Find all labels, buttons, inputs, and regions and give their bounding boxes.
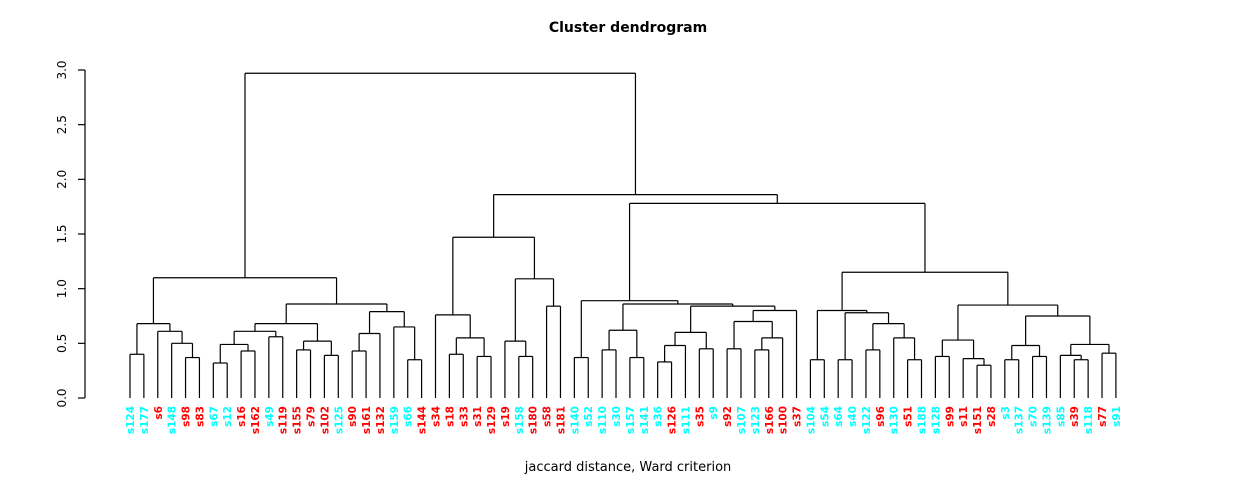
leaf-label: s51 <box>903 406 915 427</box>
y-tick-label: 2.0 <box>55 170 69 189</box>
leaf-label: s126 <box>667 406 679 434</box>
leaf-label: s39 <box>1069 406 1081 427</box>
leaf-label: s118 <box>1083 406 1095 434</box>
leaf-label: s90 <box>347 406 359 427</box>
leaf-label: s111 <box>680 406 692 434</box>
leaf-label: s181 <box>555 406 567 434</box>
leaf-label: s6 <box>153 406 165 420</box>
leaf-label: s98 <box>181 406 193 427</box>
leaf-label: s18 <box>444 406 456 427</box>
y-tick-label: 0.0 <box>55 388 69 407</box>
leaf-label: s96 <box>875 406 887 427</box>
leaf-label: s159 <box>389 406 401 434</box>
leaf-label: s83 <box>194 406 206 427</box>
leaf-label: s52 <box>583 406 595 427</box>
leaf-label: s33 <box>458 406 470 427</box>
leaf-label: s144 <box>417 406 429 434</box>
leaf-label: s49 <box>264 406 276 427</box>
leaf-label: s162 <box>250 406 262 434</box>
leaf-label: s100 <box>778 406 790 434</box>
y-tick-label: 2.5 <box>55 115 69 134</box>
leaf-label: s54 <box>819 406 831 427</box>
leaf-label: s70 <box>1028 406 1040 427</box>
leaf-label: s67 <box>208 406 220 427</box>
y-tick-label: 1.0 <box>55 279 69 298</box>
leaf-label: s102 <box>319 406 331 434</box>
leaf-label: s177 <box>139 406 151 434</box>
leaf-label: s129 <box>486 406 498 434</box>
leaf-label: s107 <box>736 406 748 434</box>
leaf-label: s128 <box>930 406 942 434</box>
leaf-label: s37 <box>792 406 804 427</box>
leaf-label: s30 <box>611 406 623 427</box>
leaf-label: s158 <box>514 406 526 434</box>
leaf-label: s166 <box>764 406 776 434</box>
leaf-label: s92 <box>722 406 734 427</box>
leaf-label: s85 <box>1055 406 1067 427</box>
chart-caption: jaccard distance, Ward criterion <box>524 460 732 475</box>
leaf-label: s132 <box>375 406 387 434</box>
y-tick-label: 3.0 <box>55 60 69 79</box>
chart-title: Cluster dendrogram <box>548 20 708 36</box>
leaf-label: s130 <box>889 406 901 434</box>
leaf-label: s28 <box>986 406 998 427</box>
leaf-label: s19 <box>500 406 512 427</box>
leaf-label: s3 <box>1000 406 1012 420</box>
leaf-label: s148 <box>167 406 179 434</box>
leaf-label: s99 <box>944 406 956 427</box>
leaf-label: s79 <box>306 406 318 427</box>
dendrogram-tree-lines <box>129 72 1117 398</box>
leaf-label: s137 <box>1014 406 1026 434</box>
leaf-label: s35 <box>694 406 706 427</box>
leaf-label: s110 <box>597 406 609 434</box>
leaf-label: s180 <box>528 406 540 434</box>
y-tick-label: 0.5 <box>55 334 69 353</box>
leaf-label: s125 <box>333 406 345 434</box>
leaf-label: s31 <box>472 406 484 427</box>
leaf-label: s155 <box>292 406 304 434</box>
leaf-label: s104 <box>805 406 817 434</box>
leaf-label: s139 <box>1041 406 1053 434</box>
leaf-label: s157 <box>625 406 637 434</box>
leaf-label: s122 <box>861 406 873 434</box>
leaf-label: s188 <box>917 406 929 434</box>
y-axis: 0.0 0.5 1.0 1.5 2.0 2.5 3.0 <box>55 60 86 408</box>
leaf-label: s151 <box>972 406 984 434</box>
leaf-label: s34 <box>430 406 442 427</box>
leaf-label: s66 <box>403 406 415 427</box>
leaf-label: s12 <box>222 406 234 427</box>
leaf-label: s9 <box>708 406 720 420</box>
y-tick-label: 1.5 <box>55 224 69 243</box>
leaf-label: s161 <box>361 406 373 434</box>
leaf-label: s77 <box>1097 406 1109 427</box>
leaf-label: s141 <box>639 406 651 434</box>
leaf-label: s64 <box>833 406 845 427</box>
leaf-label: s40 <box>847 406 859 427</box>
leaf-label: s11 <box>958 406 970 427</box>
leaf-label: s119 <box>278 406 290 434</box>
leaf-label: s140 <box>569 406 581 434</box>
leaf-label: s58 <box>542 406 554 427</box>
leaf-label: s91 <box>1111 406 1123 427</box>
leaf-label: s124 <box>125 406 137 434</box>
leaf-label: s16 <box>236 406 248 427</box>
leaf-label: s36 <box>653 406 665 427</box>
leaf-label: s123 <box>750 406 762 434</box>
